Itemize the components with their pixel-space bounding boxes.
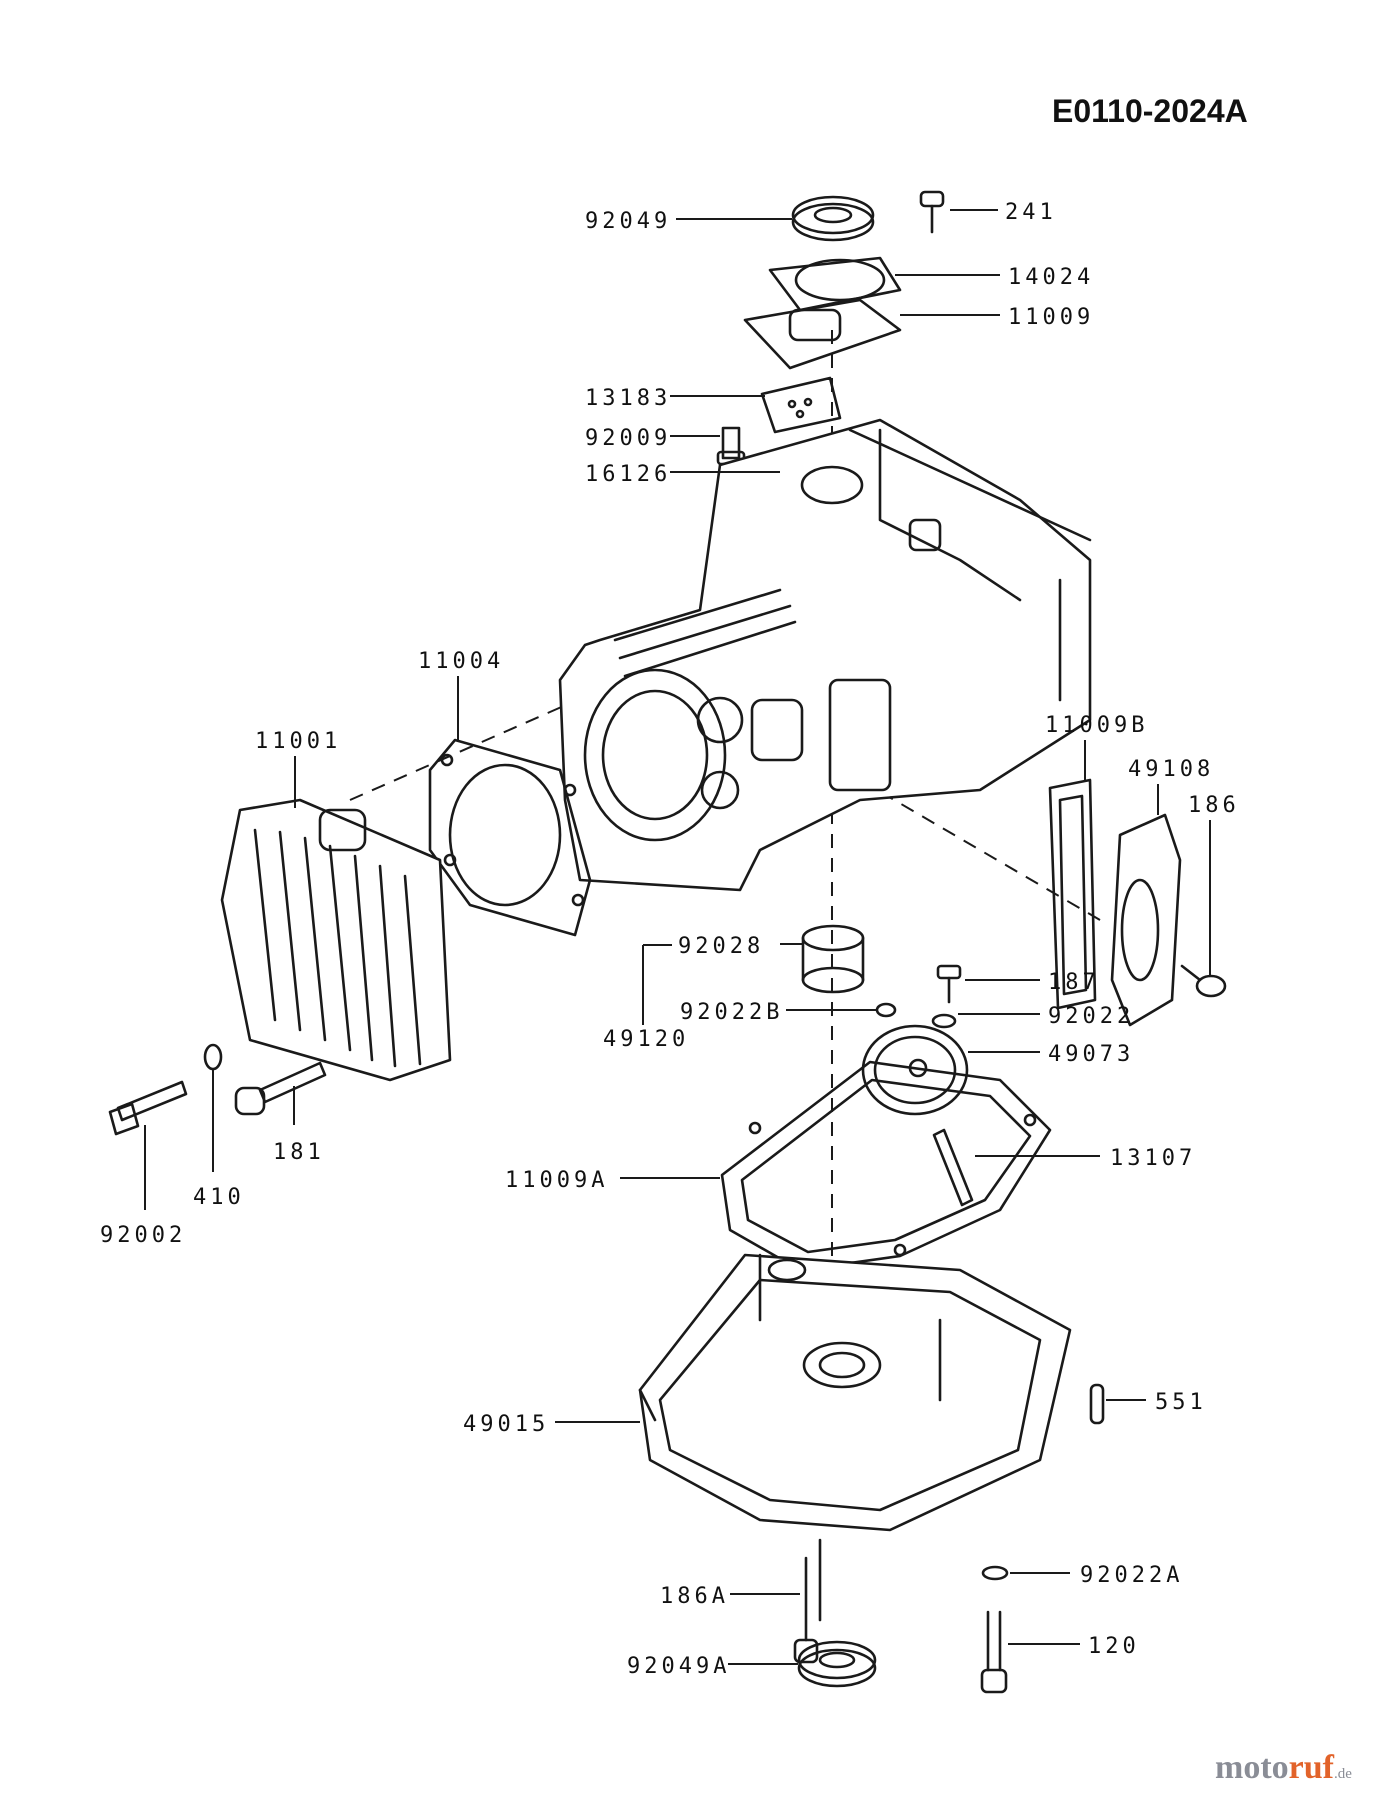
part-label-13107: 13107: [1110, 1146, 1196, 1171]
oil-pan-49015: [638, 1253, 1072, 1622]
gasket-11009B: [1048, 778, 1097, 1010]
part-label-14024: 14024: [1008, 265, 1094, 290]
part-label-49015: 49015: [463, 1412, 549, 1437]
part-label-120: 120: [1088, 1634, 1140, 1659]
crankcase-49120: [558, 418, 1092, 892]
part-label-181: 181: [273, 1140, 325, 1165]
washer-92022B: [875, 1002, 897, 1018]
part-label-11009B: 11009B: [1045, 713, 1148, 738]
part-label-11004: 11004: [418, 649, 504, 674]
part-label-186A: 186A: [660, 1584, 729, 1609]
watermark-logo: motoruf.de: [1215, 1749, 1352, 1786]
part-label-49108: 49108: [1128, 757, 1214, 782]
watermark-part-a: moto: [1215, 1749, 1289, 1786]
callouts: 92049 241 14024 11009 13183 92009 16126 …: [100, 200, 1240, 1679]
part-label-92022B: 92022B: [680, 1000, 783, 1025]
bolt-186A: [793, 1556, 819, 1664]
part-label-186: 186: [1188, 793, 1240, 818]
washer-410: [203, 1043, 223, 1071]
bolt-120: [980, 1610, 1008, 1694]
watermark-part-c: .de: [1334, 1766, 1352, 1782]
reed-valve-13183: [760, 376, 842, 434]
breather-cover-14024: [768, 256, 902, 312]
part-label-13183: 13183: [585, 386, 671, 411]
governor-gear-49073: [861, 1024, 969, 1116]
stud-bolt-92002: [108, 1080, 188, 1136]
part-label-92049: 92049: [585, 209, 671, 234]
bolt-187: [936, 964, 962, 1004]
part-label-410: 410: [193, 1185, 245, 1210]
part-label-551: 551: [1155, 1390, 1207, 1415]
part-label-241: 241: [1005, 200, 1057, 225]
head-axis: [349, 689, 601, 801]
cylinder-head-11001: [220, 798, 452, 1082]
part-label-92022A: 92022A: [1080, 1563, 1183, 1588]
screw-241: [919, 190, 945, 234]
oil-seal-92049A: [797, 1640, 877, 1688]
part-label-11001: 11001: [255, 729, 341, 754]
part-label-187: 187: [1048, 970, 1100, 995]
watermark-part-b: ruf: [1289, 1749, 1335, 1786]
part-label-49120: 49120: [603, 1027, 689, 1052]
bolt-181: [234, 1061, 327, 1116]
breather-plate-11009: [743, 298, 902, 370]
part-label-92022: 92022: [1048, 1004, 1134, 1029]
cover-axis: [859, 779, 1101, 921]
washer-92022: [931, 1013, 957, 1029]
bolt-186: [1180, 964, 1227, 998]
part-label-11009A: 11009A: [505, 1168, 608, 1193]
part-label-92028: 92028: [678, 934, 764, 959]
part-label-16126: 16126: [585, 462, 671, 487]
part-label-92002: 92002: [100, 1223, 186, 1248]
part-label-11009: 11009: [1008, 305, 1094, 330]
diagram-code: E0110-2024A: [1052, 93, 1248, 129]
washer-92022A: [981, 1565, 1009, 1581]
cover-49108: [1110, 813, 1182, 1027]
part-label-92049A: 92049A: [627, 1654, 730, 1679]
crankcase-gasket-11009A: [720, 1060, 1052, 1272]
part-label-92009: 92009: [585, 426, 671, 451]
oil-seal-92049: [791, 195, 875, 242]
part-label-49073: 49073: [1048, 1042, 1134, 1067]
dowel-pin-551: [1089, 1383, 1105, 1425]
shaft-13107: [932, 1128, 974, 1207]
svg-text:motoruf.de: motoruf.de: [1215, 1749, 1352, 1786]
